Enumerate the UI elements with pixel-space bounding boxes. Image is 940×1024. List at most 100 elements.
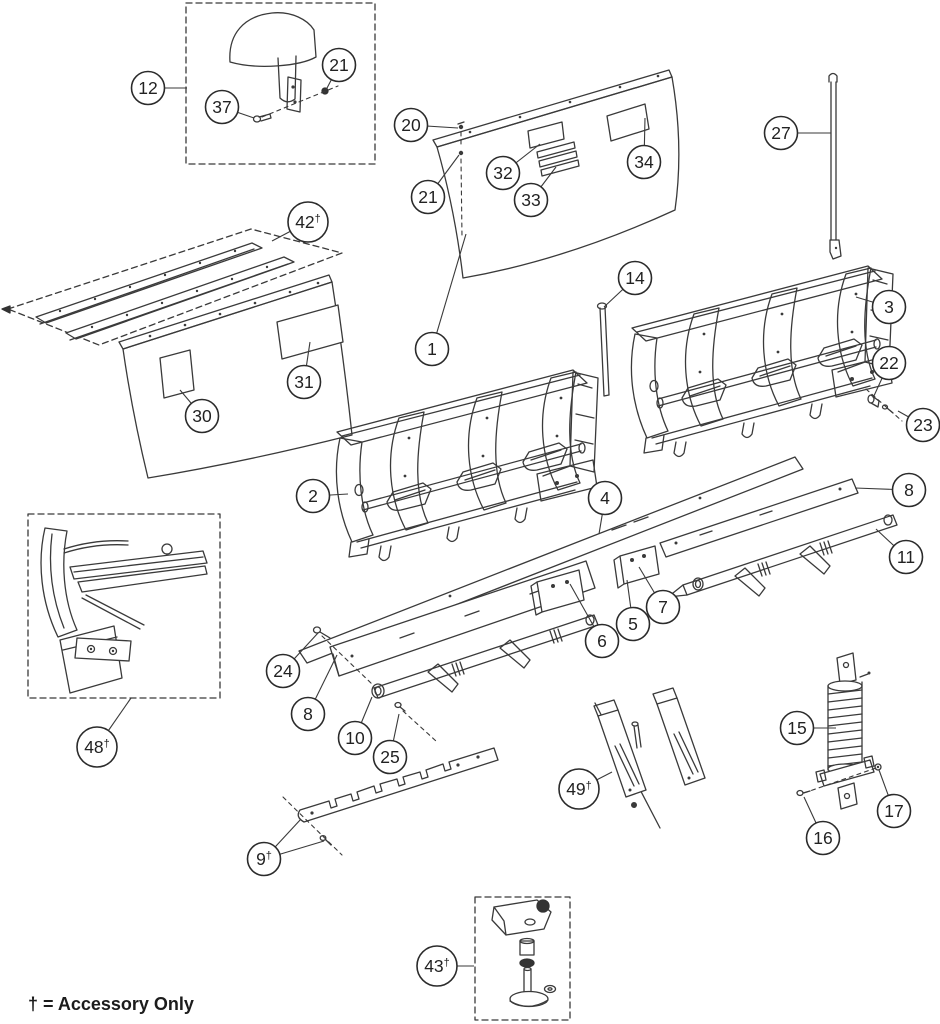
svg-text:23: 23 [913,415,932,435]
callout-34-7: 34 [626,117,662,180]
spring-bar-11 [667,514,898,598]
callout-9dagger-28: 9† [246,818,325,877]
hook-ear [734,567,766,597]
callout-17-32: 17 [876,769,912,829]
svg-text:20: 20 [401,115,421,135]
stand-brackets-49 [593,687,706,829]
callout-21-4: 21 [410,154,460,215]
svg-text:48†: 48† [84,737,110,757]
callout-49dagger-29: 49† [558,768,613,810]
callout-2-17: 2 [295,478,349,514]
backing-strip-right-8 [659,478,859,558]
svg-text:22: 22 [879,353,898,373]
hook-ear [499,639,531,669]
rod-27 [828,72,842,260]
decal-33b [538,150,578,168]
callout-6-23: 6 [569,583,620,659]
svg-text:21: 21 [329,55,348,75]
callout-4-18: 4 [587,480,623,535]
callout-23-16: 23 [897,407,940,443]
svg-text:30: 30 [192,406,212,426]
svg-text:25: 25 [380,747,399,767]
svg-text:5: 5 [628,614,638,634]
svg-text:33: 33 [521,190,540,210]
stand-left [593,699,647,798]
callout-33-6: 33 [513,166,557,218]
callout-27-12: 27 [763,115,831,151]
svg-text:32: 32 [493,163,512,183]
callout-20-3: 20 [393,107,459,143]
callout-42dagger-9: 42† [271,201,329,243]
callout-12-0: 12 [130,70,187,106]
decal-33c [540,159,580,177]
decal-31 [276,304,344,360]
svg-text:1: 1 [427,339,437,359]
callout-30-10: 30 [179,389,220,434]
callout-48dagger-33: 48† [76,697,132,768]
callout-21-2: 21 [321,47,357,91]
svg-text:3: 3 [884,297,894,317]
hook-ear [427,663,459,693]
svg-text:34: 34 [634,152,654,172]
moldboard-top [432,69,680,279]
svg-text:17: 17 [884,801,903,821]
bolt-9 [319,834,332,846]
stand-right [652,687,706,786]
bolt-21 [458,150,464,156]
stand-bolt [631,721,642,749]
marker-flag [229,12,317,67]
svg-text:11: 11 [897,547,915,567]
bolt-24 [312,626,331,639]
serrated-bar-9 [282,747,499,856]
callout-5-21: 5 [615,579,651,642]
callout-16-31: 16 [803,796,841,856]
svg-text:10: 10 [345,728,365,748]
caster-kit-box [474,896,571,1021]
spring-assembly-15 [796,652,882,810]
marker-kit-box [185,2,376,165]
callout-43dagger-34: 43† [416,945,474,987]
svg-text:37: 37 [212,97,231,117]
callout-3-14: 3 [855,289,907,325]
blade-frame-2 [335,369,599,562]
angle-bar-4 [298,456,804,664]
bolt-16 [796,789,811,797]
callout-8-19: 8 [854,472,927,508]
legend: † = Accessory Only [28,994,194,1014]
svg-text:12: 12 [138,78,157,98]
svg-text:27: 27 [771,123,790,143]
callout-24-24: 24 [265,632,319,689]
svg-text:7: 7 [658,597,668,617]
bolt-14 [596,302,610,397]
blade-frame-3 [630,265,894,458]
svg-text:14: 14 [625,268,645,288]
marker-plate [286,76,302,113]
callout-25-27: 25 [372,713,408,775]
pin-22 [867,394,880,408]
shoe-plate-5-7 [613,545,660,589]
svg-text:6: 6 [597,631,607,651]
svg-text:42†: 42† [295,212,321,232]
bolt-37 [252,113,272,123]
decal-32 [527,121,565,149]
bolt-20 [457,121,465,130]
callout-14-13: 14 [603,260,653,308]
callout-11-20: 11 [875,528,924,575]
callout-37-1: 37 [204,89,255,125]
callout-31-11: 31 [286,341,322,400]
callout-8-25: 8 [290,654,338,732]
decal-34 [606,103,650,142]
callout-10-26: 10 [337,696,373,756]
svg-text:24: 24 [273,661,293,681]
svg-text:4: 4 [600,488,610,508]
svg-text:49†: 49† [566,779,592,799]
svg-text:2: 2 [308,486,318,506]
decal-30 [159,349,195,399]
callout-32-5: 32 [485,143,541,191]
svg-text:8: 8 [303,704,313,724]
hook-ear [799,545,831,575]
svg-text:43†: 43† [424,956,450,976]
shoe-plate-6 [530,569,585,616]
